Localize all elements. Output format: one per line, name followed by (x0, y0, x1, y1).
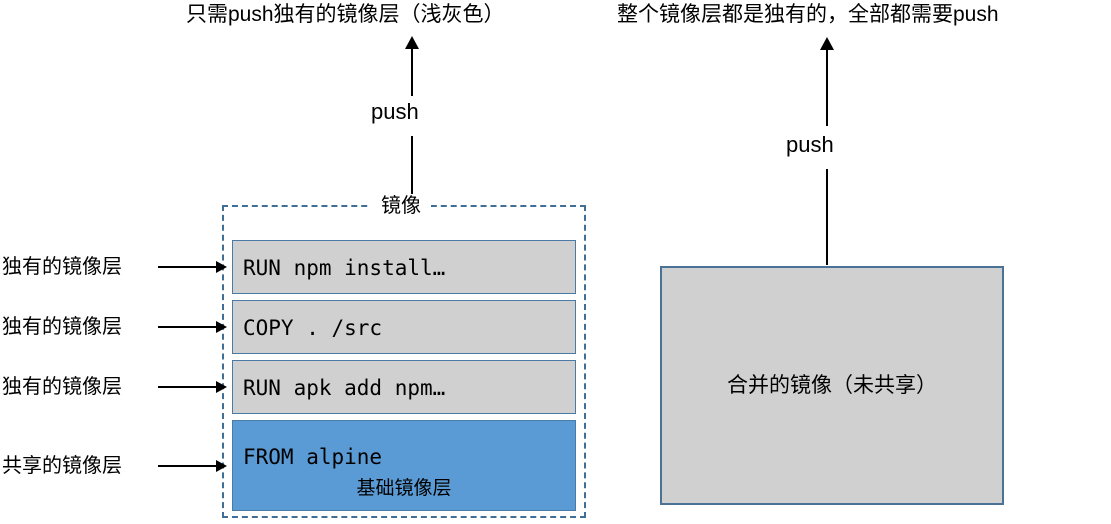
side-connector-line-2 (158, 326, 218, 328)
layer-box-base[interactable]: FROM alpine 基础镜像层 (232, 420, 576, 511)
layer-box-2[interactable]: COPY . /src (232, 300, 576, 354)
right-push-arrowhead-icon (820, 37, 834, 50)
left-push-arrowhead-icon (405, 36, 419, 49)
image-container-label: 镜像 (371, 194, 431, 218)
merged-image-label: 合并的镜像（未共享） (727, 373, 937, 397)
side-connector-line-1 (158, 266, 218, 268)
merged-image-box[interactable]: 合并的镜像（未共享） (660, 266, 1004, 505)
side-label-3: 独有的镜像层 (2, 376, 122, 398)
layer-sublabel-base: 基础镜像层 (356, 478, 452, 499)
layer-command-1: RUN npm install… (243, 256, 446, 280)
right-panel-title: 整个镜像层都是独有的，全部都需要push (617, 3, 999, 26)
left-push-arrow-upper-stem (411, 48, 413, 96)
side-connector-arrowhead-icon-3 (216, 381, 227, 393)
side-connector-arrowhead-icon-4 (216, 460, 227, 472)
left-push-label: push (371, 99, 419, 124)
layer-command-base: FROM alpine (243, 445, 383, 469)
layer-box-1[interactable]: RUN npm install… (232, 240, 576, 294)
side-label-2: 独有的镜像层 (2, 316, 122, 338)
layer-command-3: RUN apk add npm… (243, 376, 446, 400)
side-label-4: 共享的镜像层 (2, 455, 122, 477)
side-connector-arrowhead-icon-2 (216, 321, 227, 333)
right-push-arrow-upper-stem (826, 49, 828, 126)
layer-command-2: COPY . /src (243, 316, 383, 340)
side-connector-arrowhead-icon-1 (216, 261, 227, 273)
left-push-arrow-lower-stem (411, 136, 413, 194)
layer-box-3[interactable]: RUN apk add npm… (232, 360, 576, 414)
side-connector-line-4 (158, 465, 218, 467)
left-panel-title: 只需push独有的镜像层（浅灰色） (186, 3, 505, 26)
right-push-arrow-lower-stem (826, 169, 828, 265)
right-push-label: push (786, 132, 834, 157)
side-connector-line-3 (158, 386, 218, 388)
side-label-1: 独有的镜像层 (2, 256, 122, 278)
